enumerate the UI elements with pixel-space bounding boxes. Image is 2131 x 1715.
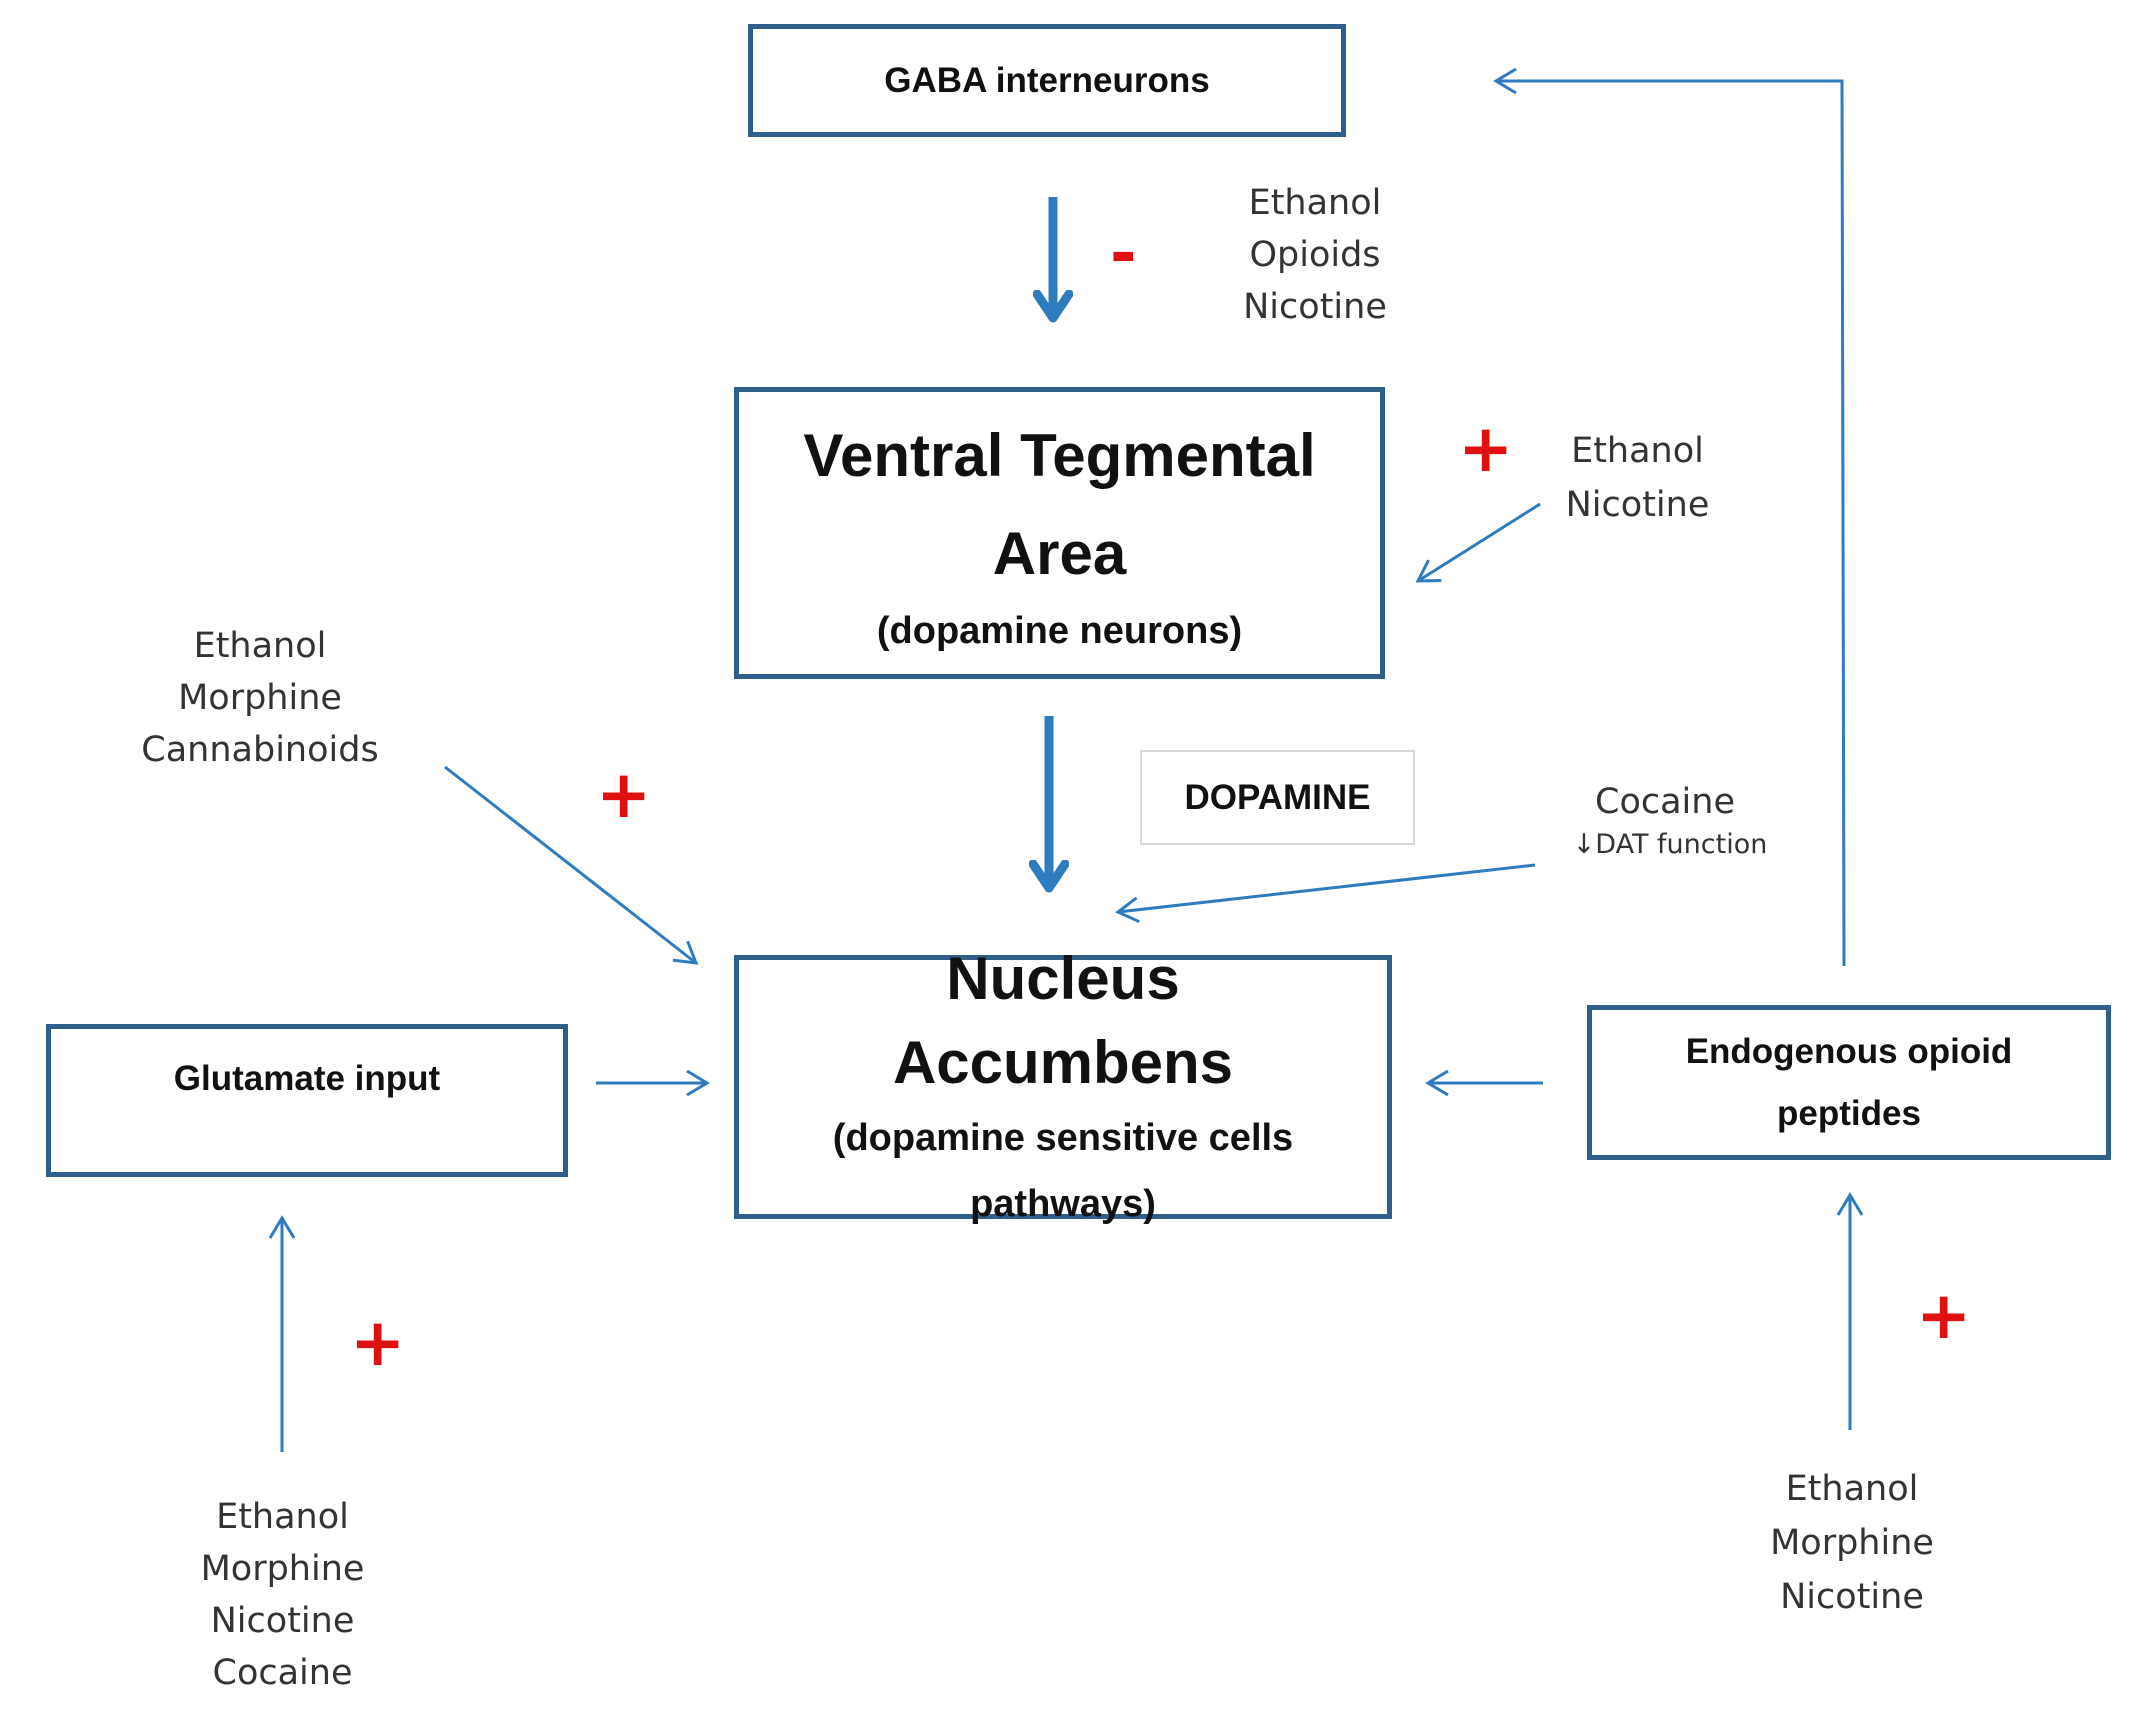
dopamine-label: DOPAMINE [1184, 777, 1371, 817]
drug-label: Ethanol [193, 626, 327, 666]
opioid-peptides-label: Endogenous opioid peptides [1685, 1031, 2013, 1133]
dopamine-label-box: DOPAMINE [1140, 750, 1415, 845]
gaba-interneurons-box: GABA interneurons [748, 24, 1346, 137]
drug-label: Nicotine [1243, 287, 1387, 327]
vta-drugs-arrow [1415, 502, 1541, 583]
minus-sign: - [1110, 217, 1137, 291]
gaba-interneurons-label: GABA interneurons [884, 60, 1210, 100]
drug-label: Nicotine [1780, 1577, 1924, 1617]
nucleus-accumbens-title: Nucleus Accumbens [892, 945, 1234, 1096]
nucleus-accumbens-box: Nucleus Accumbens (dopamine sensitive ce… [734, 945, 1392, 1225]
drug-label: Ethanol [1785, 1469, 1919, 1509]
vta-title: Ventral Tegmental Area [803, 422, 1316, 587]
nucleus-accumbens-subtitle: (dopamine sensitive cells pathways) [832, 1117, 1294, 1225]
plus-sign-opioid: + [1916, 1277, 1972, 1354]
glutamate-input-label: Glutamate input [173, 1059, 441, 1098]
drug-label: Ethanol [1571, 431, 1704, 471]
drug-label: Nicotine [1565, 485, 1710, 525]
drug-label: Ethanol [1248, 183, 1382, 223]
vta-drugs-list: Ethanol Nicotine [1545, 424, 1730, 532]
drug-label: Ethanol [216, 1497, 349, 1537]
drug-label: Morphine [200, 1549, 365, 1589]
opioid-to-gaba-arrow [1493, 67, 1846, 967]
opioid-drugs-list: Ethanol Morphine Nicotine [1752, 1462, 1952, 1624]
dat-function-label: ↓DAT function [1572, 829, 1768, 860]
nac-left-drugs-list: Ethanol Morphine Cannabinoids [125, 620, 395, 776]
drug-label: Cannabinoids [141, 730, 379, 770]
plus-sign-glutamate: + [350, 1304, 406, 1381]
plus-sign-vta: + [1458, 410, 1514, 487]
cocaine-label: Cocaine [1595, 782, 1735, 822]
plus-sign-nac-left: + [596, 756, 652, 833]
drug-label: Opioids [1249, 235, 1381, 275]
glutamate-input-box: Glutamate input [46, 1024, 568, 1177]
gaba-drugs-list: Ethanol Opioids Nicotine [1210, 177, 1420, 333]
drug-label: Nicotine [210, 1601, 355, 1641]
vta-box: Ventral Tegmental Area (dopamine neurons… [734, 387, 1385, 679]
nac-left-drugs-arrow [444, 765, 699, 965]
cocaine-arrow [1115, 863, 1536, 924]
drug-label: Morphine [1770, 1523, 1934, 1563]
glutamate-drugs-list: Ethanol Morphine Nicotine Cocaine [180, 1491, 385, 1699]
opioid-peptides-box: Endogenous opioid peptides [1587, 1005, 2111, 1160]
vta-subtitle: (dopamine neurons) [876, 610, 1243, 652]
drug-label: Morphine [178, 678, 342, 718]
drug-label: Cocaine [212, 1653, 353, 1693]
